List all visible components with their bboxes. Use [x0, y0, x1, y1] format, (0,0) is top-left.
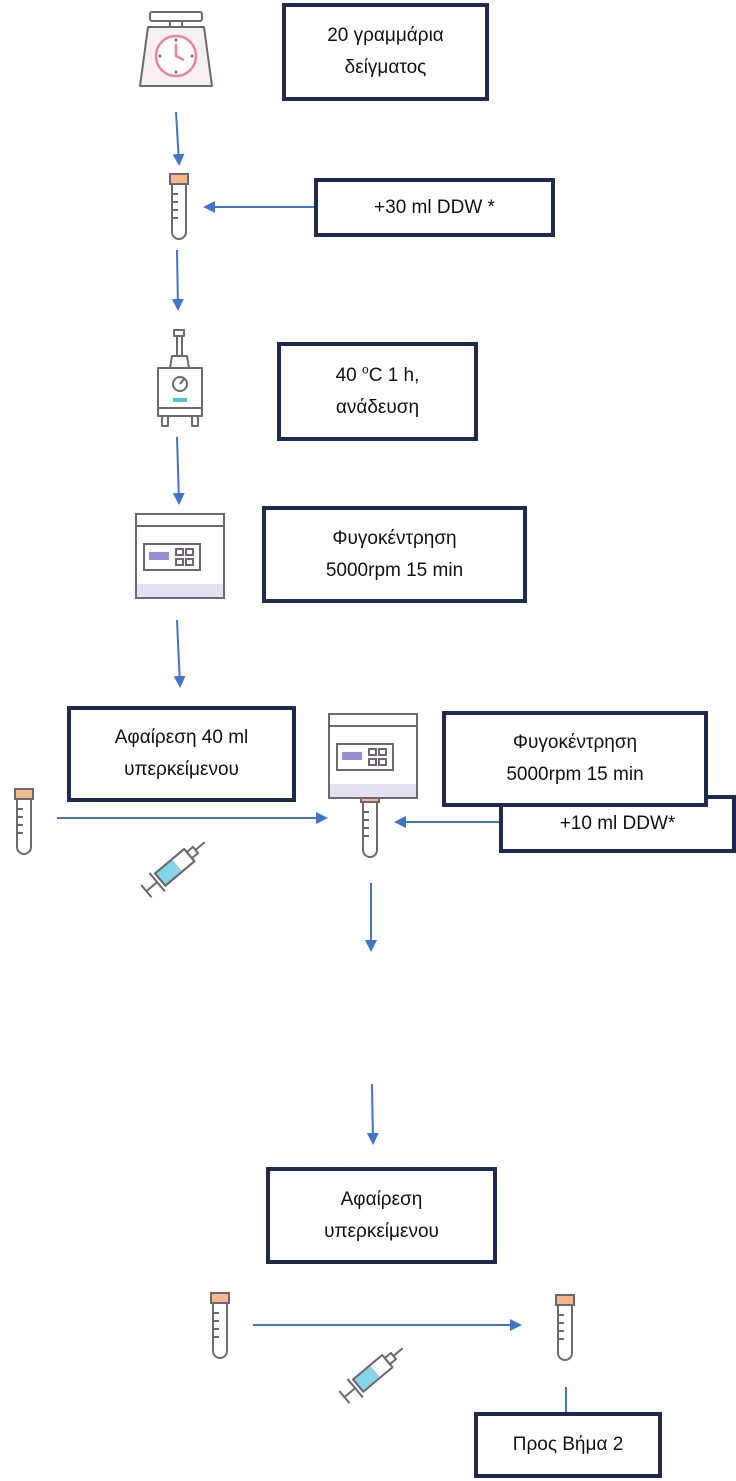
- step-box-remove-2: Αφαίρεση υπερκείμενου: [266, 1167, 497, 1264]
- remove-1-line-2: υπερκείμενου: [124, 759, 239, 780]
- centrifuge-2-line-2: 5000rpm 15 min: [506, 764, 644, 785]
- test-tube-icon: [169, 173, 189, 240]
- step-box-weigh: 20 γραμμάρια δείγματος: [282, 3, 489, 101]
- test-tube-icon: [360, 791, 380, 858]
- step-box-remove-1: Αφαίρεση 40 ml υπερκείμενου: [67, 706, 296, 802]
- centrifuge-2-line-1: Φυγοκέντρηση: [512, 732, 638, 753]
- incubate-time: C 1 h,: [368, 364, 420, 386]
- arrow-scale-to-tube: [172, 111, 185, 166]
- centrifuge-1-line-1: Φυγοκέντρηση: [332, 527, 457, 549]
- next-step-label: Προς Βήμα 2: [512, 1434, 624, 1455]
- weigh-line-2: δείγματος: [344, 57, 427, 78]
- test-tube-icon: [14, 788, 34, 855]
- incubate-line-2: ανάδευση: [335, 396, 420, 418]
- arrow-centrifuge2-to-remove-2: [366, 1083, 379, 1145]
- shaker-icon: [157, 329, 203, 427]
- incubate-line-1: 40 oC 1 h,: [336, 360, 420, 392]
- remove-2-line-2: υπερκείμενου: [324, 1220, 439, 1242]
- syringe-icon: [140, 841, 206, 898]
- scale-icon: [139, 11, 213, 87]
- arrow-tube-to-shaker: [171, 249, 184, 311]
- test-tube-icon: [210, 1292, 230, 1359]
- add-ddw-2-label: +10 ml DDW*: [559, 813, 676, 834]
- remove-2-line-1: Αφαίρεση: [340, 1188, 423, 1210]
- arrow-centrifuge-down: [173, 619, 186, 688]
- step-box-incubate: 40 oC 1 h, ανάδευση: [277, 342, 478, 441]
- add-ddw-1-label: +30 ml DDW *: [374, 196, 495, 218]
- step-box-next: Προς Βήμα 2: [474, 1412, 662, 1478]
- incubate-temp: 40: [335, 364, 363, 386]
- test-tube-icon: [555, 1294, 575, 1361]
- step-box-centrifuge-2: Φυγοκέντρηση 5000rpm 15 min: [442, 711, 708, 807]
- centrifuge-icon: [328, 713, 418, 799]
- step-box-add-ddw-1: +30 ml DDW *: [314, 178, 555, 237]
- step-box-centrifuge-1: Φυγοκέντρηση 5000rpm 15 min: [262, 506, 527, 603]
- degree-mark: o: [362, 362, 369, 377]
- centrifuge-icon: [135, 513, 225, 599]
- remove-1-line-1: Αφαίρεση 40 ml: [114, 727, 249, 748]
- weigh-line-1: 20 γραμμάρια: [327, 25, 444, 46]
- centrifuge-1-line-2: 5000rpm 15 min: [325, 559, 464, 581]
- arrow-shaker-to-centrifuge: [172, 436, 185, 505]
- syringe-icon: [338, 1347, 404, 1404]
